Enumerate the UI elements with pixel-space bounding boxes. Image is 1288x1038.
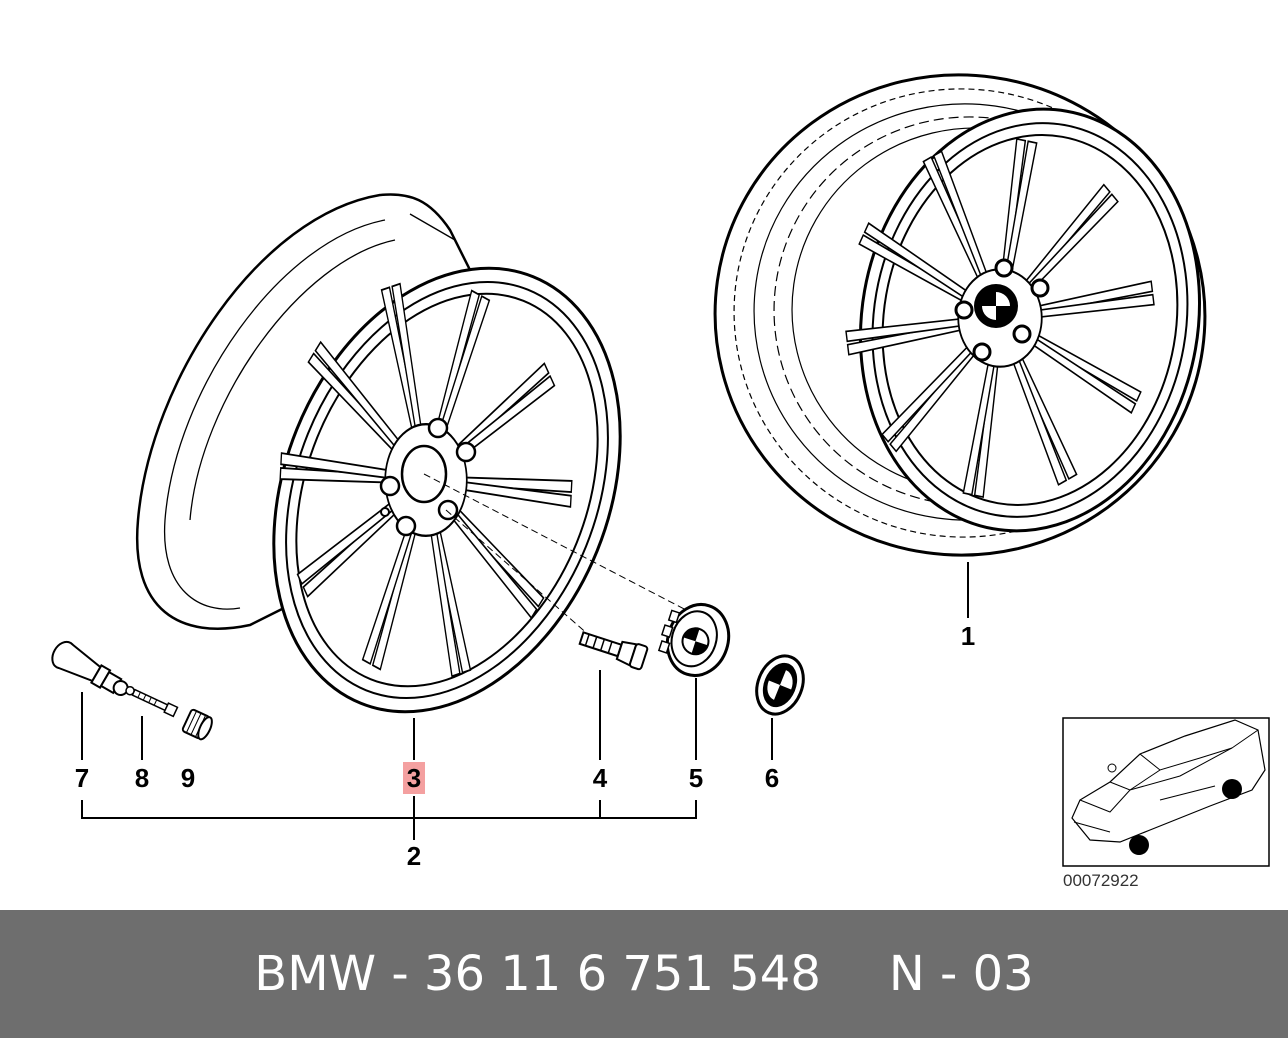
wheel-bolt [578, 631, 649, 671]
callout-3-highlight [403, 762, 425, 794]
parts-diagram: 1 2 3 4 5 6 7 8 9 00072922 [51, 73, 1270, 890]
callout-6: 6 [765, 763, 779, 793]
hub-cap [657, 603, 731, 677]
callout-3: 3 [407, 763, 421, 793]
complete-wheel-assembly [713, 73, 1207, 618]
callout-9: 9 [181, 763, 195, 793]
part-code: N - 03 [888, 946, 1034, 1002]
callout-1: 1 [961, 621, 975, 651]
valve-cap [181, 708, 213, 741]
callout-4: 4 [593, 763, 608, 793]
vehicle-location-inset [1062, 717, 1270, 867]
illustration-reference-number: 00072922 [1063, 871, 1139, 890]
callout-2: 2 [407, 841, 421, 871]
valve-core [125, 685, 179, 718]
group-bracket [81, 800, 697, 819]
part-number-banner: BMW - 36 11 6 751 548 N - 03 [0, 910, 1288, 1038]
callout-7: 7 [75, 763, 89, 793]
callout-5: 5 [689, 763, 703, 793]
callout-8: 8 [135, 763, 149, 793]
tire-valve [51, 640, 129, 696]
part-number: BMW - 36 11 6 751 548 [254, 946, 821, 1002]
bmw-emblem [755, 654, 805, 716]
light-alloy-rim [135, 193, 691, 760]
